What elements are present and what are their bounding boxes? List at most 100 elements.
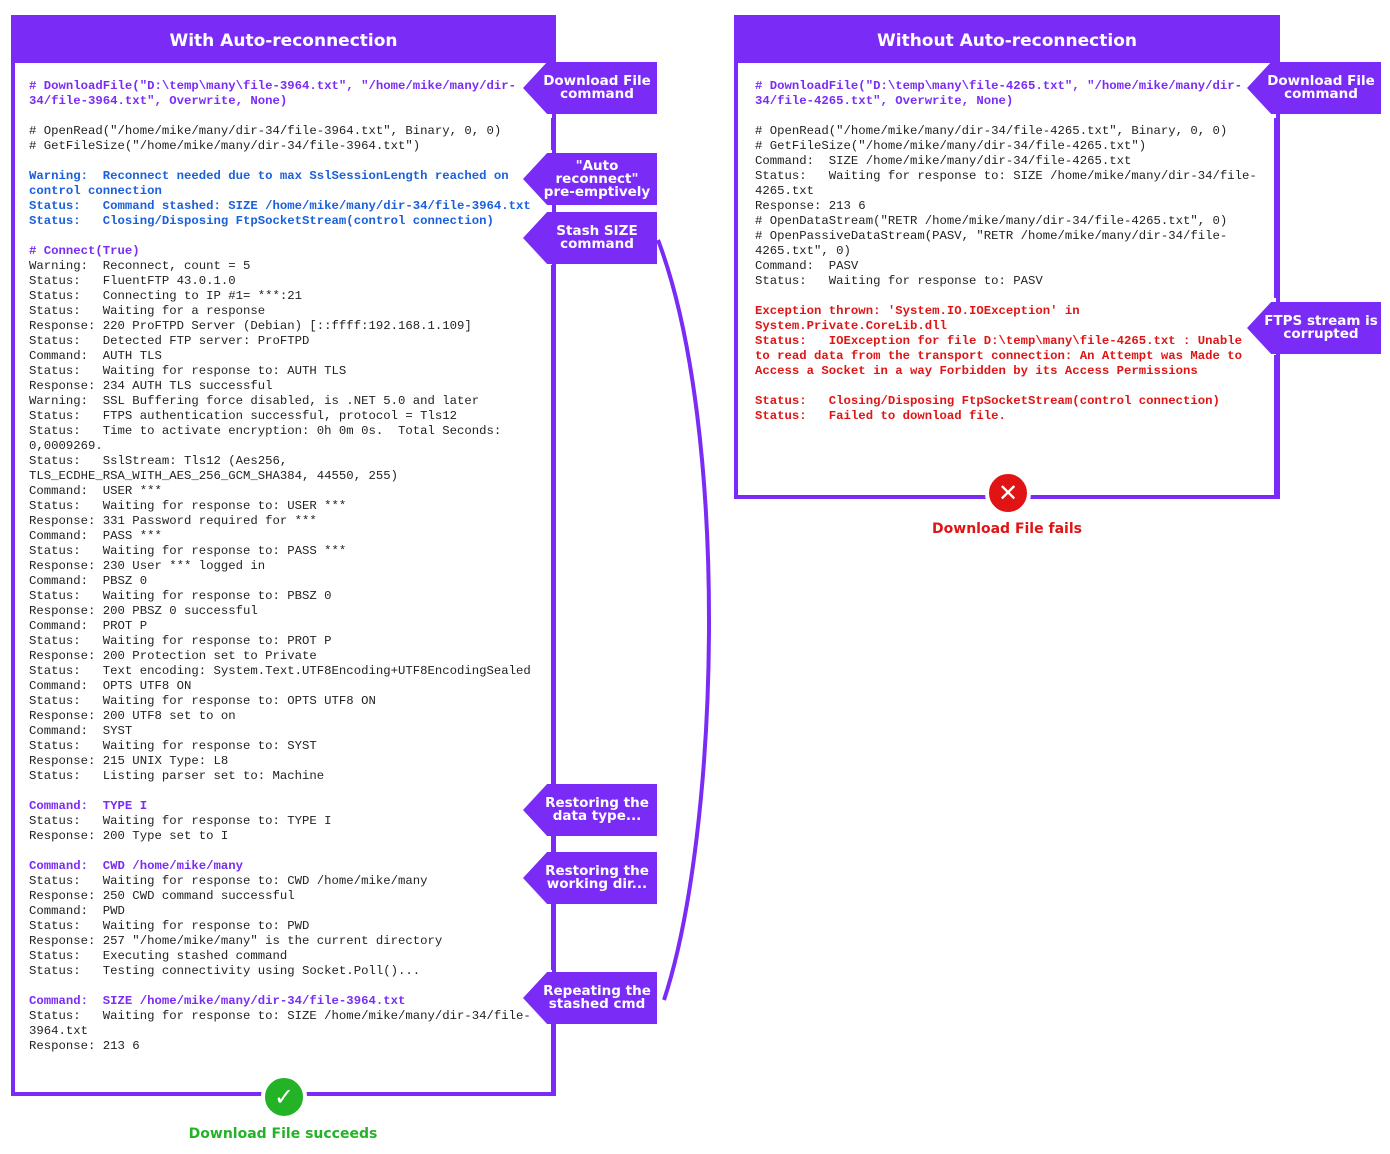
log-line: Response: 220 ProFTPD Server (Debian) [:… <box>29 319 472 333</box>
log-line: 34/file-3964.txt", Overwrite, None) <box>29 94 288 108</box>
log-line: Status: Waiting for response to: CWD /ho… <box>29 874 428 888</box>
log-line: Response: 250 CWD command successful <box>29 889 295 903</box>
log-line: Status: Closing/Disposing FtpSocketStrea… <box>755 394 1220 408</box>
log-line: Response: 200 Protection set to Private <box>29 649 317 663</box>
log-line: Command: TYPE I <box>29 799 148 813</box>
log-line: Status: Waiting for response to: TYPE I <box>29 814 332 828</box>
left-connector-5 <box>551 1024 555 1094</box>
stash-curve <box>656 239 711 1001</box>
log-line: Command: PROT P <box>29 619 148 633</box>
right-connector-1 <box>1274 118 1278 298</box>
log-line: Status: Waiting for response to: PBSZ 0 <box>29 589 332 603</box>
log-line: Status: Waiting for response to: SIZE /h… <box>755 169 1257 183</box>
log-line: Response: 200 Type set to I <box>29 829 229 843</box>
log-line: 0,0009269. <box>29 439 103 453</box>
left-panel-title: With Auto-reconnection <box>15 19 552 63</box>
log-line: Status: Waiting for response to: PASV <box>755 274 1043 288</box>
log-line: Status: Command stashed: SIZE /home/mike… <box>29 199 531 213</box>
right-panel-title: Without Auto-reconnection <box>738 19 1276 63</box>
log-line: Status: Detected FTP server: ProFTPD <box>29 334 310 348</box>
log-line: Status: Waiting for response to: PASS **… <box>29 544 347 558</box>
log-line: Warning: Reconnect, count = 5 <box>29 259 251 273</box>
log-line: Warning: Reconnect needed due to max Ssl… <box>29 169 509 183</box>
log-line: Status: Waiting for response to: PROT P <box>29 634 332 648</box>
log-line <box>29 979 542 994</box>
log-line: 4265.txt", 0) <box>755 244 851 258</box>
check-icon: ✓ <box>261 1074 307 1120</box>
log-line: Status: Executing stashed command <box>29 949 288 963</box>
right-connector-2 <box>1274 355 1278 495</box>
log-line: Status: Testing connectivity using Socke… <box>29 964 421 978</box>
log-line: Status: FluentFTP 43.0.1.0 <box>29 274 236 288</box>
log-line: Command: AUTH TLS <box>29 349 162 363</box>
log-line: Status: FTPS authentication successful, … <box>29 409 458 423</box>
log-line: # OpenDataStream("RETR /home/mike/many/d… <box>755 214 1228 228</box>
log-line: control connection <box>29 184 162 198</box>
log-line: Response: 213 6 <box>29 1039 140 1053</box>
log-line: to read data from the transport connecti… <box>755 349 1243 363</box>
log-line <box>755 289 1266 304</box>
log-line: Command: OPTS UTF8 ON <box>29 679 192 693</box>
left-connector-2 <box>551 265 555 785</box>
log-line: Response: 331 Password required for *** <box>29 514 317 528</box>
log-line: Status: Waiting for response to: PWD <box>29 919 310 933</box>
log-line: Status: Waiting for response to: USER **… <box>29 499 347 513</box>
log-line: Command: PASV <box>755 259 859 273</box>
log-line: Exception thrown: 'System.IO.IOException… <box>755 304 1080 318</box>
log-line: Command: SIZE /home/mike/many/dir-34/fil… <box>755 154 1132 168</box>
left-connector-4 <box>551 904 555 970</box>
log-line: TLS_ECDHE_RSA_WITH_AES_256_GCM_SHA384, 4… <box>29 469 398 483</box>
log-line: Command: SYST <box>29 724 133 738</box>
log-line: Status: Connecting to IP #1= ***:21 <box>29 289 303 303</box>
log-line: # OpenPassiveDataStream(PASV, "RETR /hom… <box>755 229 1228 243</box>
tag-auto-reconnect: "Auto reconnect"pre-emptively <box>523 153 657 205</box>
log-line: Status: Waiting for response to: OPTS UT… <box>29 694 376 708</box>
right-log: # DownloadFile("D:\temp\many\file-4265.t… <box>755 79 1266 424</box>
log-line: Response: 213 6 <box>755 199 866 213</box>
log-line: Status: Text encoding: System.Text.UTF8E… <box>29 664 531 678</box>
log-line: # GetFileSize("/home/mike/many/dir-34/fi… <box>29 139 421 153</box>
log-line: # GetFileSize("/home/mike/many/dir-34/fi… <box>755 139 1147 153</box>
log-line: # OpenRead("/home/mike/many/dir-34/file-… <box>29 124 502 138</box>
right-panel: Without Auto-reconnection # DownloadFile… <box>734 15 1280 499</box>
log-line: Status: Waiting for response to: SYST <box>29 739 317 753</box>
log-line: Status: Listing parser set to: Machine <box>29 769 325 783</box>
log-line: Status: Waiting for response to: SIZE /h… <box>29 1009 531 1023</box>
log-line: Command: CWD /home/mike/many <box>29 859 244 873</box>
log-line: # DownloadFile("D:\temp\many\file-4265.t… <box>755 79 1243 93</box>
log-line: Command: PASS *** <box>29 529 162 543</box>
log-line: # OpenRead("/home/mike/many/dir-34/file-… <box>755 124 1228 138</box>
log-line: Status: Closing/Disposing FtpSocketStrea… <box>29 214 494 228</box>
log-line <box>755 379 1266 394</box>
log-line: # DownloadFile("D:\temp\many\file-3964.t… <box>29 79 517 93</box>
log-line: Warning: SSL Buffering force disabled, i… <box>29 394 480 408</box>
log-line: Status: Failed to download file. <box>755 409 1006 423</box>
log-line <box>29 229 542 244</box>
log-line <box>29 154 542 169</box>
log-line: Command: PWD <box>29 904 125 918</box>
log-line <box>29 109 542 124</box>
log-line: 34/file-4265.txt", Overwrite, None) <box>755 94 1014 108</box>
log-line <box>29 784 542 799</box>
left-result-label: Download File succeeds <box>188 1126 378 1142</box>
log-line: System.Private.CoreLib.dll <box>755 319 947 333</box>
log-line: Status: Waiting for response to: AUTH TL… <box>29 364 347 378</box>
right-result-label: Download File fails <box>932 521 1082 537</box>
log-line: Response: 234 AUTH TLS successful <box>29 379 273 393</box>
log-line: Response: 230 User *** logged in <box>29 559 266 573</box>
log-line: Command: SIZE /home/mike/many/dir-34/fil… <box>29 994 406 1008</box>
log-line: Status: Time to activate encryption: 0h … <box>29 424 502 438</box>
log-line: Command: USER *** <box>29 484 162 498</box>
log-line: 4265.txt <box>755 184 815 198</box>
log-line: Response: 200 PBSZ 0 successful <box>29 604 258 618</box>
left-connector-3 <box>551 836 555 852</box>
log-line <box>29 844 542 859</box>
log-line: Command: PBSZ 0 <box>29 574 148 588</box>
log-line: Response: 215 UNIX Type: L8 <box>29 754 229 768</box>
log-line: 3964.txt <box>29 1024 89 1038</box>
